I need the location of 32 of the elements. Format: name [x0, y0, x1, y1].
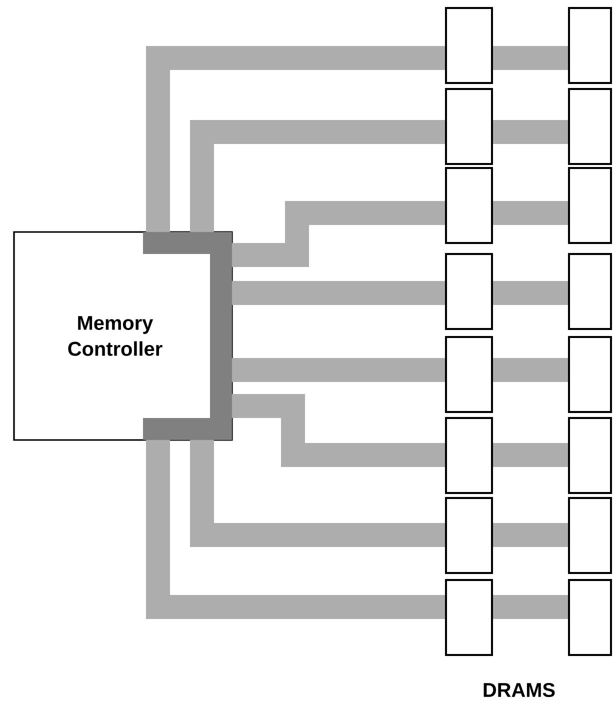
dram-box — [568, 88, 612, 165]
bus-line — [190, 440, 445, 547]
dram-box — [445, 417, 493, 494]
dram-box — [445, 7, 493, 84]
controller-box: Memory Controller — [13, 231, 233, 441]
dram-box — [568, 7, 612, 84]
dram-box — [445, 253, 493, 330]
dram-box — [568, 253, 612, 330]
dram-box — [568, 417, 612, 494]
dram-box — [568, 336, 612, 413]
bus-line — [493, 46, 568, 70]
bus-line — [146, 46, 445, 232]
bus-line — [493, 443, 568, 467]
dram-box — [445, 88, 493, 165]
bus-line — [493, 201, 568, 225]
bus-line — [232, 281, 445, 305]
dram-label: DRAMS — [484, 682, 555, 698]
dram-box — [568, 167, 612, 244]
dram-box — [568, 497, 612, 574]
bus-line — [493, 281, 568, 305]
bus-line — [493, 358, 568, 382]
dram-box — [445, 336, 493, 413]
dram-box — [445, 497, 493, 574]
bus-line — [190, 120, 445, 232]
bus-line — [493, 523, 568, 547]
bus-line — [493, 120, 568, 144]
bus-line — [146, 440, 445, 619]
dram-box — [445, 167, 493, 244]
dram-box — [568, 579, 612, 656]
dram-box — [445, 579, 493, 656]
bus-line — [232, 358, 445, 382]
bus-line — [493, 595, 568, 619]
